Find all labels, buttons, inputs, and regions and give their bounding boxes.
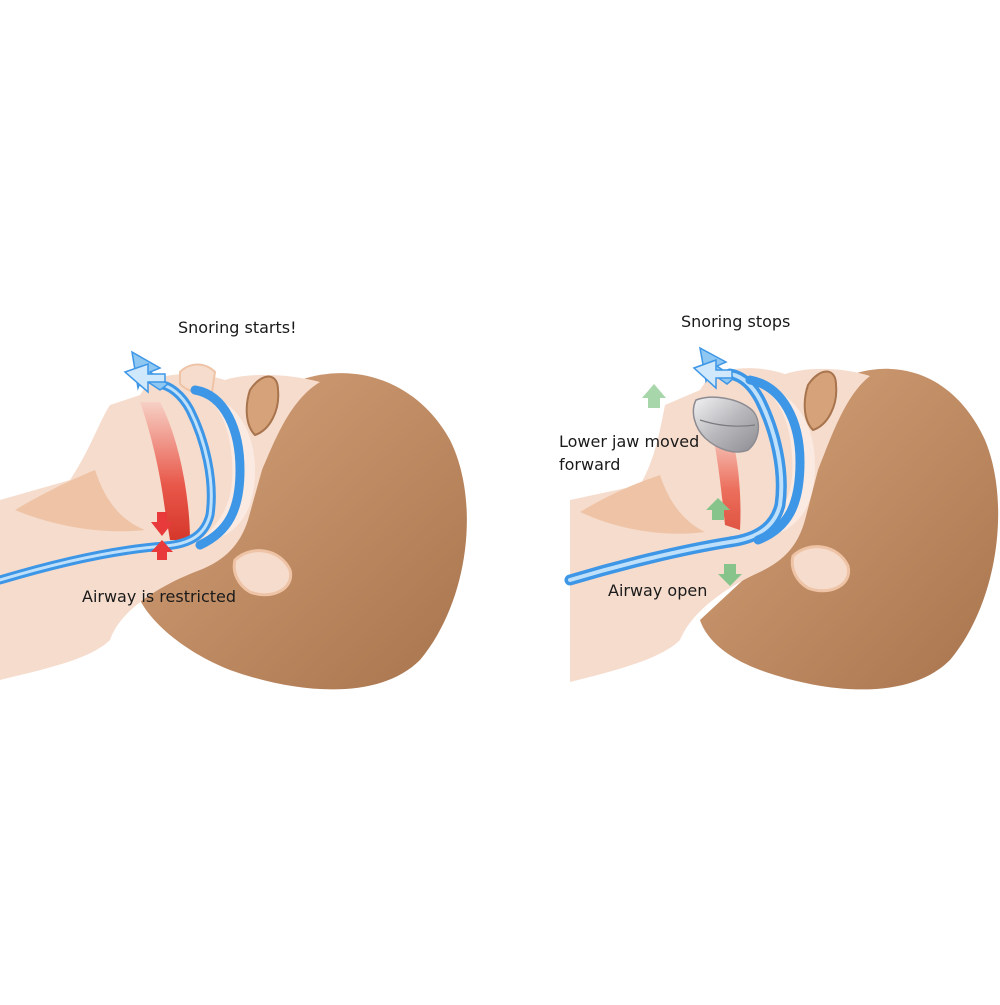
right-head-hair bbox=[700, 368, 999, 690]
right-lower-ear bbox=[790, 545, 851, 593]
left-neck-band bbox=[200, 395, 255, 540]
right-jaw-arrow-up-icon bbox=[706, 498, 730, 520]
left-ear bbox=[245, 375, 280, 437]
right-airway-label: Airway open bbox=[608, 581, 708, 600]
right-nasal-airway bbox=[745, 375, 805, 545]
left-airway-label: Airway is restricted bbox=[82, 587, 237, 606]
right-neck-band bbox=[760, 388, 815, 535]
right-panel-open bbox=[564, 346, 999, 690]
left-throat-tissue bbox=[140, 402, 190, 540]
left-panel-restricted bbox=[0, 350, 467, 690]
left-airflow-arrow-2-icon bbox=[123, 362, 166, 394]
left-jaw-shade bbox=[15, 470, 145, 532]
left-restriction-arrow-down-icon bbox=[151, 512, 173, 536]
right-ear bbox=[803, 370, 838, 432]
right-panel-title: Snoring stops bbox=[681, 312, 791, 331]
left-restriction-arrow-up-icon bbox=[151, 540, 173, 560]
left-head-hair bbox=[140, 373, 467, 690]
right-jaw-arrow-down-icon bbox=[718, 564, 742, 586]
right-jaw-shade bbox=[580, 475, 705, 534]
right-airway-inner bbox=[568, 372, 784, 582]
left-panel-title: Snoring starts! bbox=[178, 318, 297, 337]
right-oral-device-icon bbox=[692, 396, 760, 453]
right-airflow-arrow-2-icon bbox=[692, 358, 733, 390]
right-oral-device-seam bbox=[699, 419, 756, 427]
left-airway-inner bbox=[0, 382, 213, 582]
right-throat-tissue bbox=[712, 430, 741, 530]
left-nasal-airway bbox=[190, 385, 245, 550]
left-lower-ear bbox=[232, 549, 293, 597]
right-jaw-label-line2: forward bbox=[559, 455, 621, 474]
right-jaw-arrow-up-left-icon bbox=[642, 384, 666, 408]
right-jaw-label-line1: Lower jaw moved bbox=[559, 432, 700, 451]
